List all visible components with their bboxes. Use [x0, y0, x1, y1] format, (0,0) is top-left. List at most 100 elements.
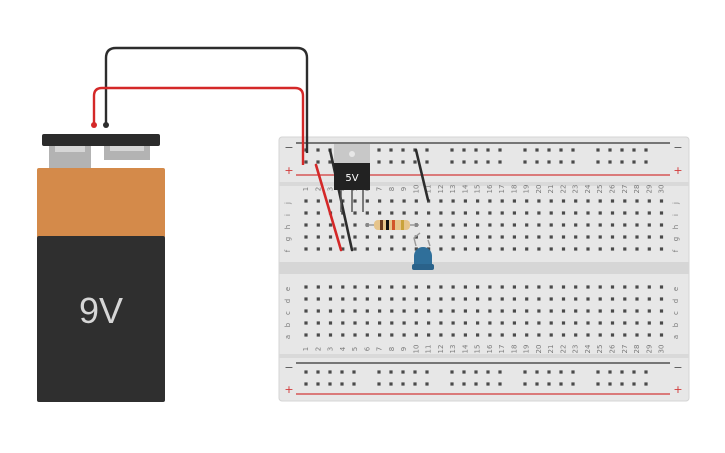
hole-j17[interactable] — [500, 199, 504, 203]
hole-i15[interactable] — [476, 211, 480, 215]
hole-g12[interactable] — [439, 235, 443, 239]
rail-hole-bottom-minus[interactable] — [340, 370, 344, 374]
hole-d16[interactable] — [488, 297, 492, 301]
hole-h12[interactable] — [439, 223, 443, 227]
rail-hole-top-plus[interactable] — [571, 160, 575, 164]
hole-a3[interactable] — [328, 333, 333, 337]
hole-g7[interactable] — [378, 235, 382, 239]
hole-a2[interactable] — [316, 333, 320, 337]
rail-hole-top-minus[interactable] — [486, 148, 490, 152]
hole-i1[interactable] — [304, 211, 308, 215]
black-battery-wire[interactable] — [104, 46, 309, 153]
hole-c18[interactable] — [512, 309, 516, 313]
hole-j30[interactable] — [659, 199, 664, 203]
hole-e23[interactable] — [574, 285, 578, 289]
hole-j2[interactable] — [316, 199, 320, 203]
hole-j14[interactable] — [463, 199, 467, 203]
hole-i5[interactable] — [353, 211, 357, 215]
red-battery-wire[interactable] — [92, 86, 305, 165]
hole-f15[interactable] — [476, 247, 480, 251]
rail-hole-top-minus[interactable] — [462, 148, 466, 152]
hole-d1[interactable] — [304, 297, 308, 301]
hole-i7[interactable] — [378, 211, 382, 215]
hole-h2[interactable] — [316, 223, 320, 227]
hole-c3[interactable] — [328, 309, 333, 313]
rail-hole-bottom-plus[interactable] — [571, 382, 575, 386]
hole-f28[interactable] — [635, 247, 639, 251]
hole-a10[interactable] — [414, 333, 418, 337]
hole-f24[interactable] — [586, 247, 590, 251]
rail-hole-bottom-minus[interactable] — [377, 370, 381, 374]
hole-d10[interactable] — [414, 297, 418, 301]
hole-g15[interactable] — [476, 235, 480, 239]
rail-hole-bottom-plus[interactable] — [547, 382, 551, 386]
hole-g28[interactable] — [635, 235, 639, 239]
hole-i24[interactable] — [586, 211, 590, 215]
hole-c26[interactable] — [610, 309, 615, 313]
hole-f14[interactable] — [463, 247, 467, 251]
hole-e13[interactable] — [451, 285, 455, 289]
hole-j27[interactable] — [623, 199, 627, 203]
hole-d28[interactable] — [635, 297, 639, 301]
rail-hole-bottom-minus[interactable] — [547, 370, 551, 374]
rail-hole-top-plus[interactable] — [304, 160, 308, 164]
hole-f4[interactable] — [341, 247, 345, 251]
hole-g25[interactable] — [598, 235, 602, 239]
hole-i30[interactable] — [659, 211, 664, 215]
hole-d2[interactable] — [316, 297, 320, 301]
hole-g20[interactable] — [537, 235, 541, 239]
hole-d7[interactable] — [378, 297, 382, 301]
hole-i25[interactable] — [598, 211, 602, 215]
hole-e15[interactable] — [476, 285, 480, 289]
hole-b20[interactable] — [537, 321, 541, 325]
hole-i12[interactable] — [439, 211, 443, 215]
hole-c23[interactable] — [574, 309, 578, 313]
battery-9v[interactable]: 9V — [37, 134, 165, 402]
hole-g23[interactable] — [574, 235, 578, 239]
hole-d26[interactable] — [610, 297, 615, 301]
rail-hole-top-plus[interactable] — [486, 160, 490, 164]
hole-a5[interactable] — [353, 333, 357, 337]
hole-c6[interactable] — [365, 309, 369, 313]
rail-hole-bottom-minus[interactable] — [632, 370, 636, 374]
hole-b17[interactable] — [500, 321, 504, 325]
hole-f9[interactable] — [402, 247, 406, 251]
hole-d25[interactable] — [598, 297, 602, 301]
hole-i26[interactable] — [610, 211, 615, 215]
hole-g13[interactable] — [451, 235, 455, 239]
hole-e7[interactable] — [378, 285, 382, 289]
hole-c11[interactable] — [427, 309, 431, 313]
hole-j9[interactable] — [402, 199, 406, 203]
hole-d18[interactable] — [512, 297, 516, 301]
hole-f2[interactable] — [316, 247, 320, 251]
rail-hole-top-minus[interactable] — [474, 148, 478, 152]
hole-d12[interactable] — [439, 297, 443, 301]
hole-e12[interactable] — [439, 285, 443, 289]
rail-hole-bottom-plus[interactable] — [486, 382, 490, 386]
hole-d29[interactable] — [647, 297, 651, 301]
hole-f8[interactable] — [390, 247, 394, 251]
hole-j19[interactable] — [525, 199, 529, 203]
hole-h5[interactable] — [353, 223, 357, 227]
rail-hole-bottom-plus[interactable] — [425, 382, 429, 386]
hole-d13[interactable] — [451, 297, 455, 301]
hole-g26[interactable] — [610, 235, 615, 239]
rail-hole-bottom-plus[interactable] — [413, 382, 417, 386]
hole-c1[interactable] — [304, 309, 308, 313]
hole-d30[interactable] — [659, 297, 664, 301]
hole-e29[interactable] — [647, 285, 651, 289]
rail-hole-top-minus[interactable] — [498, 148, 502, 152]
hole-f7[interactable] — [378, 247, 382, 251]
hole-h14[interactable] — [463, 223, 467, 227]
hole-b5[interactable] — [353, 321, 357, 325]
hole-i27[interactable] — [623, 211, 627, 215]
hole-j4[interactable] — [341, 199, 345, 203]
hole-e25[interactable] — [598, 285, 602, 289]
rail-hole-top-plus[interactable] — [535, 160, 539, 164]
hole-d23[interactable] — [574, 297, 578, 301]
hole-i9[interactable] — [402, 211, 406, 215]
hole-b3[interactable] — [328, 321, 333, 325]
hole-h1[interactable] — [304, 223, 308, 227]
hole-d8[interactable] — [390, 297, 394, 301]
hole-a20[interactable] — [537, 333, 541, 337]
